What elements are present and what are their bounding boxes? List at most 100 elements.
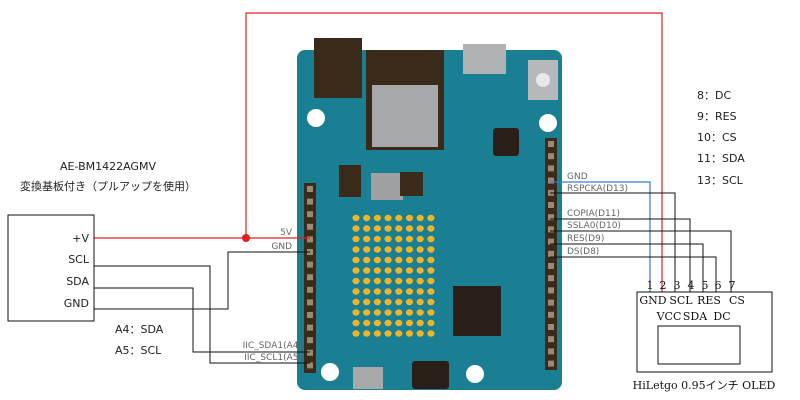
led: [352, 288, 360, 295]
led: [395, 214, 403, 222]
led: [395, 288, 403, 295]
led: [363, 309, 371, 316]
header-pin: [548, 250, 554, 257]
led: [405, 319, 414, 327]
oled-label-cs: CS: [729, 294, 745, 307]
header-pin: [307, 286, 313, 293]
header-pin: [307, 186, 313, 192]
oled-label-scl: SCL: [669, 294, 693, 307]
oled-pin-number: 2: [660, 279, 667, 292]
led: [405, 256, 414, 264]
led: [427, 214, 435, 222]
oled-module: 1 2 3 4 5 6 7 GND SCL RES CS VCC SDA DC …: [633, 279, 776, 392]
label-gnd-left: GND: [271, 242, 292, 252]
led: [363, 256, 371, 264]
led: [395, 330, 403, 337]
header-pin: [548, 238, 554, 245]
label-5v: 5V: [280, 228, 293, 238]
led: [352, 267, 360, 274]
led: [427, 298, 435, 306]
led: [395, 235, 403, 243]
note-a5: A5：SCL: [115, 344, 162, 357]
led: [405, 298, 414, 306]
led: [352, 235, 360, 243]
sda-wire-oled: [550, 218, 691, 292]
pin-map-item: 11：SDA: [697, 152, 745, 165]
led: [373, 246, 381, 253]
header-pin: [307, 223, 313, 230]
led: [405, 235, 414, 243]
led: [352, 277, 360, 285]
label-iic-scl: IIC_SCL1(A5): [244, 353, 302, 363]
led: [395, 256, 403, 264]
header-pin: [307, 198, 313, 205]
led: [427, 256, 435, 264]
pin-map-item: 13：SCL: [697, 174, 744, 187]
led: [395, 267, 403, 274]
header-pin: [548, 141, 554, 147]
oled-label-sda: SDA: [683, 310, 708, 323]
sensor-pin-gnd: GND: [64, 297, 89, 310]
oled-pin-number: 3: [674, 279, 681, 292]
sda-wire-sensor: [94, 287, 310, 353]
led: [352, 309, 360, 316]
header-pin: [548, 324, 554, 330]
led: [363, 246, 371, 253]
header-pin: [548, 336, 554, 343]
led: [384, 330, 392, 337]
header-pin: [307, 261, 313, 268]
led: [373, 319, 381, 327]
res-wire-oled: [550, 243, 704, 292]
icsp-header: [493, 128, 519, 156]
led: [352, 330, 360, 337]
led: [416, 330, 424, 337]
led: [427, 235, 435, 243]
header-pin: [548, 153, 554, 160]
led: [373, 298, 381, 306]
header-pin: [307, 362, 313, 369]
led: [405, 277, 414, 285]
header-pin: [548, 311, 554, 318]
led: [373, 288, 381, 295]
label-iic-sda: IIC_SDA1(A4): [243, 341, 302, 351]
oled-pin-number: 4: [688, 279, 695, 292]
header-pin: [548, 263, 554, 269]
led: [373, 330, 381, 337]
led: [384, 288, 392, 295]
led: [384, 298, 392, 306]
led: [352, 246, 360, 253]
cs-wire-oled: [550, 230, 732, 292]
header-pin: [307, 349, 313, 356]
led: [363, 214, 371, 222]
led: [352, 319, 360, 327]
led: [373, 256, 381, 264]
led: [363, 288, 371, 295]
header-pin: [548, 214, 554, 221]
led: [405, 214, 414, 222]
header-pin: [307, 211, 313, 218]
oled-label-res: RES: [697, 294, 721, 307]
header-pin: [548, 287, 554, 294]
header-pin: [548, 348, 554, 355]
led: [427, 225, 435, 232]
sensor-pin-v: +V: [72, 232, 89, 245]
note-a4: A4：SDA: [115, 323, 164, 336]
sensor-title: AE-BM1422AGMV: [60, 160, 156, 173]
led: [363, 267, 371, 274]
sensor-subtitle: 変換基板付き（プルアップを使用）: [20, 179, 196, 193]
header-pin: [307, 236, 313, 243]
header-pin: [548, 226, 554, 233]
led: [363, 235, 371, 243]
led: [395, 246, 403, 253]
led: [427, 246, 435, 253]
led: [405, 267, 414, 274]
led: [427, 288, 435, 295]
oled-label-vcc: VCC: [656, 310, 682, 323]
oled-screen: [657, 325, 741, 365]
led: [427, 267, 435, 274]
led: [427, 330, 435, 337]
led: [363, 225, 371, 232]
header-pin: [548, 275, 554, 282]
led: [352, 298, 360, 306]
